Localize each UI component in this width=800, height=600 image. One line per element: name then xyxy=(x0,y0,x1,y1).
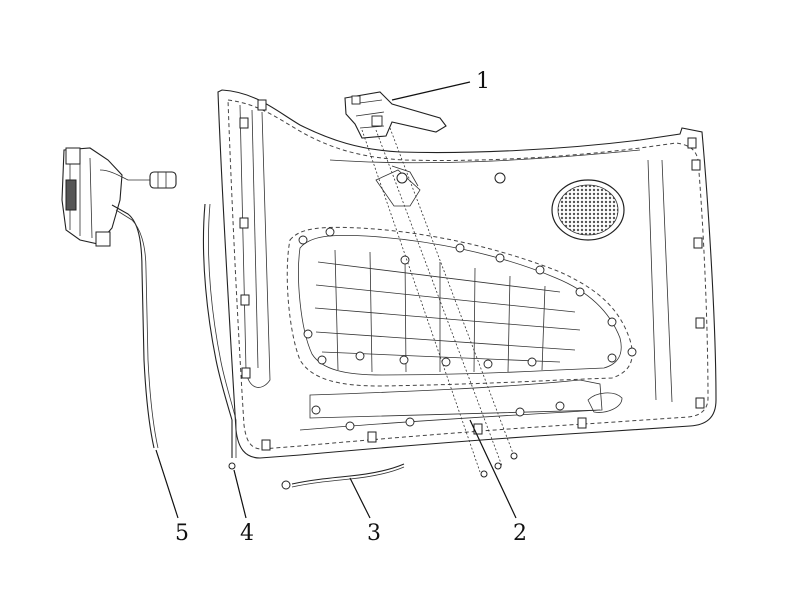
panel-clips xyxy=(239,99,705,451)
inner-handle-bracket xyxy=(344,91,506,207)
leader-4 xyxy=(233,469,247,519)
callout-2: 2 xyxy=(513,521,527,546)
callout-5: 5 xyxy=(175,521,189,546)
callout-1: 1 xyxy=(476,69,490,94)
leader-5 xyxy=(155,449,179,519)
leader-lines xyxy=(155,81,517,519)
callout-4: 4 xyxy=(240,521,254,546)
leader-1 xyxy=(391,81,471,101)
inner-frame-grid xyxy=(286,226,637,431)
release-cable xyxy=(281,463,405,490)
door-trim-panel xyxy=(217,89,717,459)
leader-3 xyxy=(349,477,371,519)
screws-group xyxy=(361,127,518,478)
speaker-grille xyxy=(551,179,625,241)
callout-3: 3 xyxy=(367,521,381,546)
leader-2 xyxy=(469,419,517,519)
door-latch-assembly xyxy=(61,147,177,449)
lock-rod xyxy=(202,203,237,470)
